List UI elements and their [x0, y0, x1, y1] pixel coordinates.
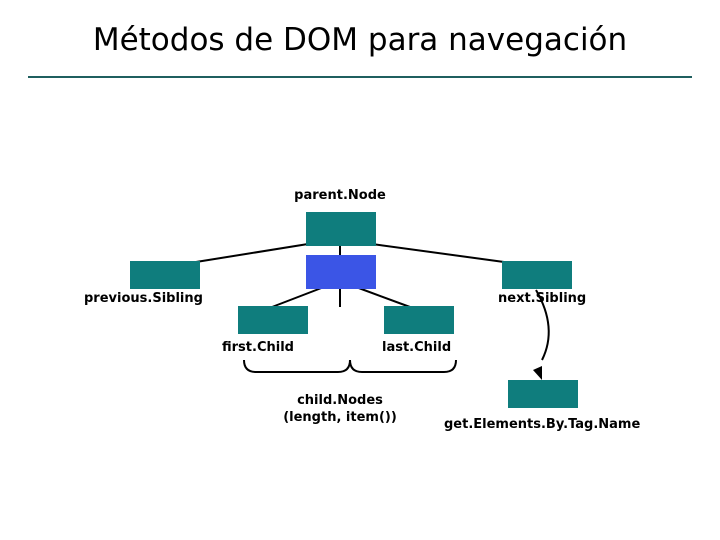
first-child-label: first.Child [222, 340, 294, 355]
previous-sibling-label: previous.Sibling [84, 291, 203, 306]
first-child-box [238, 306, 308, 334]
parent-node-box [306, 212, 376, 246]
child-nodes-label: child.Nodes (length, item()) [250, 392, 430, 426]
next-sibling-label: next.Sibling [498, 291, 587, 306]
tag-name-result-box [508, 380, 578, 408]
parent-node-label: parent.Node [294, 188, 386, 203]
current-node-box [306, 255, 376, 289]
page-title: Métodos de DOM para navegación [92, 22, 628, 58]
get-elements-by-tag-name-label: get.Elements.By.Tag.Name [444, 417, 641, 432]
last-child-label: last.Child [382, 340, 452, 355]
child-nodes-label-line1: child.Nodes [297, 393, 383, 408]
previous-sibling-box [130, 261, 200, 289]
last-child-box [384, 306, 454, 334]
next-sibling-box [502, 261, 572, 289]
child-nodes-label-line2: (length, item()) [283, 410, 397, 425]
title-divider [28, 76, 692, 78]
